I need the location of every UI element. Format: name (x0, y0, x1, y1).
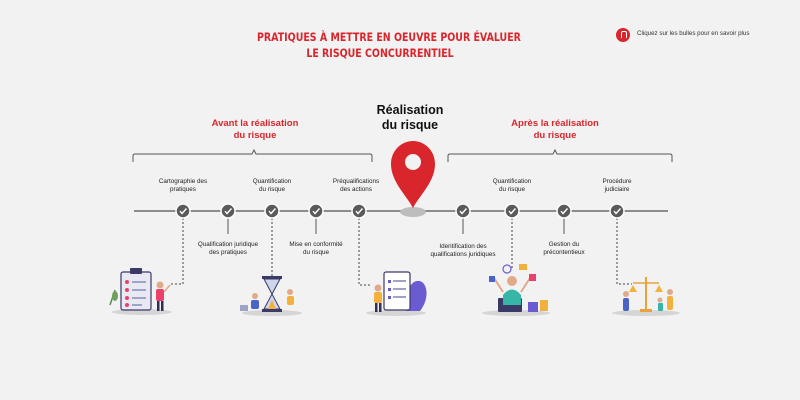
dotted-connector-1 (170, 218, 184, 285)
step-label-3[interactable]: Quantification du risque (232, 178, 312, 194)
step-2-line-1: Qualification juridique (197, 241, 259, 248)
hint-box: Cliquez sur les bulles pour en savoir pl… (616, 28, 756, 54)
check-icon (312, 208, 321, 215)
hourglass-illustration (240, 276, 302, 316)
step-node-1[interactable] (175, 203, 191, 219)
step-3-line-1: Quantification (252, 178, 292, 185)
step-1-line-2: pratiques (170, 186, 196, 193)
step-7-line-1: Quantification (492, 178, 532, 185)
step-4-line-1: Mise en conformité (289, 241, 343, 248)
phase-before-line-1: Avant la réalisation (211, 118, 299, 129)
title-line-2: LE RISQUE CONCURRENTIEL (306, 46, 454, 60)
step-node-7[interactable] (504, 203, 520, 219)
step-9-line-2: judiciaire (604, 186, 630, 193)
bracket-before (132, 148, 373, 162)
step-6-line-1: Identification des (439, 243, 487, 250)
step-7-line-2: du risque (499, 186, 525, 193)
step-label-4[interactable]: Mise en conformité du risque (276, 241, 356, 257)
pointer-hand-icon (616, 28, 630, 42)
bracket-after (447, 148, 673, 162)
step-8-line-2: précontentieux (543, 249, 585, 256)
step-8-line-1: Gestion du (548, 241, 580, 248)
step-label-8[interactable]: Gestion du précontentieux (524, 241, 604, 257)
phase-label-after: Après la réalisation du risque (485, 118, 625, 142)
phase-before-line-2: du risque (233, 130, 277, 141)
step-label-2[interactable]: Qualification juridique des pratiques (188, 241, 268, 257)
step-label-6[interactable]: Identification des qualifications juridi… (418, 243, 508, 259)
step-node-4[interactable] (308, 203, 324, 219)
step-3-line-2: du risque (259, 186, 285, 193)
phase-after-line-1: Après la réalisation (511, 118, 599, 129)
step-6-line-2: qualifications juridiques (430, 251, 496, 258)
step-label-1[interactable]: Cartographie des pratiques (143, 178, 223, 194)
map-pin-icon (391, 141, 435, 208)
center-label-line-2: du risque (381, 118, 439, 132)
page-title: PRATIQUES À METTRE EN OEUVRE POUR ÉVALUE… (257, 29, 521, 61)
dotted-connector-9 (616, 218, 632, 285)
title-line-1: PRATIQUES À METTRE EN OEUVRE POUR ÉVALUE… (257, 30, 521, 44)
step-node-8[interactable] (556, 203, 572, 219)
step-2-line-2: des pratiques (209, 249, 247, 256)
step-4-line-2: du risque (303, 249, 329, 256)
step-node-5[interactable] (351, 203, 367, 219)
check-icon (268, 208, 277, 215)
check-icon (459, 208, 468, 215)
step-label-9[interactable]: Procédure judiciaire (577, 178, 657, 194)
checklist-illustration (109, 268, 172, 315)
center-label: Réalisation du risque (360, 103, 460, 133)
center-label-line-1: Réalisation (376, 103, 444, 117)
phase-after-line-2: du risque (533, 130, 577, 141)
step-node-9[interactable] (609, 203, 625, 219)
check-icon (508, 208, 517, 215)
step-5-line-2: des actions (340, 186, 372, 193)
step-label-5[interactable]: Préqualifications des actions (316, 178, 396, 194)
step-node-3[interactable] (264, 203, 280, 219)
multitask-illustration (482, 264, 550, 316)
dotted-connector-5 (358, 218, 372, 286)
step-node-2[interactable] (220, 203, 236, 219)
step-node-6[interactable] (455, 203, 471, 219)
document-illustration (366, 271, 427, 316)
phase-label-before: Avant la réalisation du risque (185, 118, 325, 142)
step-9-line-1: Procédure (602, 178, 632, 185)
justice-illustration (612, 277, 680, 316)
check-icon (560, 208, 569, 215)
step-1-line-1: Cartographie des (158, 178, 208, 185)
pin-shadow (400, 207, 426, 217)
check-icon (355, 208, 364, 215)
check-icon (613, 208, 622, 215)
step-label-7[interactable]: Quantification du risque (472, 178, 552, 194)
check-icon (179, 208, 188, 215)
hint-text: Cliquez sur les bulles pour en savoir pl… (637, 30, 750, 37)
check-icon (224, 208, 233, 215)
step-5-line-1: Préqualifications (332, 178, 380, 185)
